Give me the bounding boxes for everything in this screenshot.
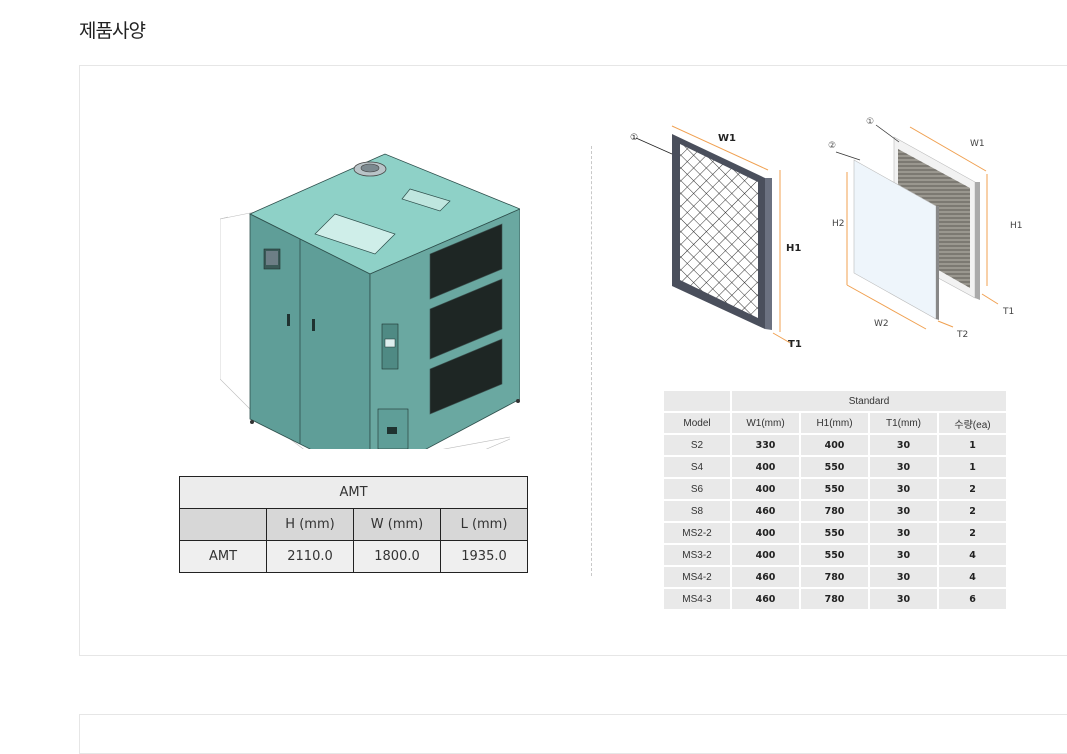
pleated-filter-diagram: ① ② W1 H1 T1 H2 W2 T2	[828, 117, 1023, 340]
header-qty: 수량(ea)	[939, 413, 1006, 433]
cell-model: S4	[664, 457, 730, 477]
cell-t1: 30	[870, 501, 937, 521]
header-model: Model	[664, 413, 730, 433]
amt-w-value: 1800.0	[353, 540, 441, 573]
label-w1: W1	[718, 133, 736, 144]
label-h1: H1	[1010, 221, 1023, 231]
amt-header-w: W (mm)	[353, 508, 441, 541]
cell-model: S8	[664, 501, 730, 521]
group-header-blank	[664, 391, 730, 411]
label-t2: T2	[956, 330, 968, 340]
product-spec-panel: AMT H (mm) W (mm) L (mm) AMT 2110.0 1800…	[79, 65, 1067, 656]
label-t1: T1	[788, 339, 802, 350]
cell-w1: 460	[732, 567, 799, 587]
cell-model: MS2-2	[664, 523, 730, 543]
cell-qty: 6	[939, 589, 1006, 609]
group-header-standard: Standard	[732, 391, 1006, 411]
header-h1: H1(mm)	[801, 413, 868, 433]
next-section-panel	[79, 714, 1067, 754]
cell-t1: 30	[870, 523, 937, 543]
cell-qty: 2	[939, 479, 1006, 499]
label-w2: W2	[874, 319, 889, 329]
amt-model: AMT	[179, 540, 267, 573]
cell-h1: 780	[801, 589, 868, 609]
table-row: AMT 2110.0 1800.0 1935.0	[179, 540, 528, 573]
cell-t1: 30	[870, 589, 937, 609]
callout-2: ②	[828, 141, 836, 151]
cell-h1: 550	[801, 457, 868, 477]
filter-standard-table: Standard Model W1(mm) H1(mm) T1(mm) 수량(e…	[662, 389, 1008, 611]
mesh-filter-diagram: ① W1 H1 T1	[630, 125, 802, 350]
amt-header-h: H (mm)	[266, 508, 354, 541]
header-t1: T1(mm)	[870, 413, 937, 433]
amt-header-l: L (mm)	[440, 508, 528, 541]
callout-1: ①	[630, 133, 638, 143]
label-t1: T1	[1002, 307, 1014, 317]
cell-w1: 400	[732, 523, 799, 543]
cell-model: MS3-2	[664, 545, 730, 565]
cell-h1: 550	[801, 545, 868, 565]
cell-w1: 460	[732, 501, 799, 521]
cell-h1: 550	[801, 523, 868, 543]
amt-h-value: 2110.0	[266, 540, 354, 573]
cell-model: MS4-3	[664, 589, 730, 609]
label-w1: W1	[970, 139, 985, 149]
cell-qty: 2	[939, 501, 1006, 521]
cell-w1: 330	[732, 435, 799, 455]
cell-qty: 2	[939, 523, 1006, 543]
amt-dimension-table: AMT H (mm) W (mm) L (mm) AMT 2110.0 1800…	[179, 476, 528, 573]
cell-t1: 30	[870, 567, 937, 587]
label-h2: H2	[832, 219, 845, 229]
cell-qty: 4	[939, 545, 1006, 565]
amt-table-title: AMT	[179, 476, 528, 509]
cell-h1: 550	[801, 479, 868, 499]
cell-qty: 1	[939, 457, 1006, 477]
cell-h1: 400	[801, 435, 868, 455]
cell-t1: 30	[870, 479, 937, 499]
cell-qty: 1	[939, 435, 1006, 455]
cell-model: S6	[664, 479, 730, 499]
cell-h1: 780	[801, 567, 868, 587]
cell-model: MS4-2	[664, 567, 730, 587]
cell-model: S2	[664, 435, 730, 455]
section-divider	[591, 146, 592, 576]
cell-t1: 30	[870, 457, 937, 477]
cell-w1: 460	[732, 589, 799, 609]
cell-w1: 400	[732, 479, 799, 499]
cell-qty: 4	[939, 567, 1006, 587]
callout-1: ①	[866, 117, 874, 127]
label-h1: H1	[786, 243, 801, 254]
cell-t1: 30	[870, 435, 937, 455]
cell-t1: 30	[870, 545, 937, 565]
cell-w1: 400	[732, 545, 799, 565]
amt-machine-illustration	[220, 153, 520, 449]
cell-w1: 400	[732, 457, 799, 477]
amt-l-value: 1935.0	[440, 540, 528, 573]
header-w1: W1(mm)	[732, 413, 799, 433]
amt-header-blank	[179, 508, 267, 541]
cell-h1: 780	[801, 501, 868, 521]
page-title: 제품사양	[79, 20, 146, 42]
